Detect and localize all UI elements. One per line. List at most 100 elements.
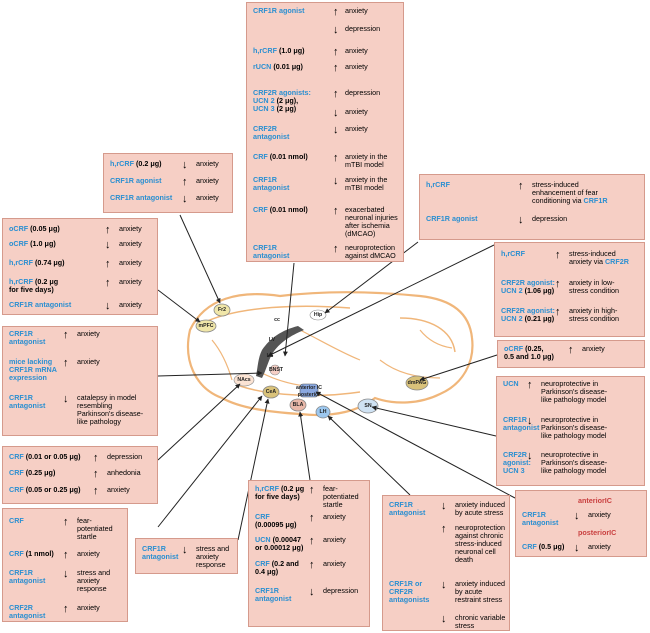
effect-text: anxiety induced by acute restraint stres… <box>455 580 505 604</box>
agent-name: CRF1R antagonist <box>522 510 559 527</box>
effect-label: anxiety <box>323 512 346 521</box>
down-arrow-icon: ↓ <box>63 568 69 580</box>
agent-dose: (1.06 μg) <box>522 286 555 295</box>
agent-name: CRF2R agonist: UCN 3 <box>503 450 531 475</box>
effect-label: anxiety <box>196 176 219 185</box>
brain-outline <box>186 291 474 417</box>
agent-label: CRF (0.01 nmol) <box>253 206 308 214</box>
effect-receptor: CRF2R <box>604 257 629 266</box>
agent-name: CRF1R antagonist <box>110 193 173 202</box>
effect-receptor: CRF1R <box>583 196 608 205</box>
effect-text: exacerbated neuronal injuries after isch… <box>345 206 398 238</box>
agent-dose: (1.0 μg) <box>28 239 56 248</box>
agent-label: CRF1R antagonist <box>253 244 289 260</box>
agent-name: CRF1R antagonist <box>9 393 46 410</box>
effect-label: anxiety <box>119 224 142 233</box>
agent-dose: (0.25 μg) <box>23 468 56 477</box>
agent-dose: (1 nmol) <box>23 549 54 558</box>
effect-label: anxiety <box>345 46 368 55</box>
label-lh: LH <box>319 409 327 415</box>
agent-name: CRF1R antagonist <box>253 243 290 260</box>
effect-label: depression <box>345 24 381 33</box>
effect-text: neuroprotection against dMCAO <box>345 244 396 260</box>
agent-name: CRF2R antagonist <box>9 603 46 620</box>
agent-dose: (0.25, 0.5 and 1.0 μg) <box>504 344 554 361</box>
agent-name: h,rCRF <box>253 46 277 55</box>
agent-label: CRF1R antagonist <box>9 394 45 410</box>
effect-text: depression <box>107 453 142 461</box>
up-arrow-icon: ↑ <box>105 258 111 270</box>
down-arrow-icon: ↓ <box>333 124 339 136</box>
agent-label: mice lacking CRF1R mRNA expression <box>9 358 57 382</box>
agent-label: h,rCRF (0.74 μg) <box>9 259 65 267</box>
agent-label: CRF2R antagonist <box>253 125 289 141</box>
agent-name: CRF1R antagonist <box>253 175 290 192</box>
agent-name: CRF <box>9 468 24 477</box>
agent-dose: (0.2 μg for five days) <box>255 484 305 501</box>
up-arrow-icon: ↑ <box>441 523 447 535</box>
effect-label: anxiety <box>345 107 368 116</box>
agent-label: CRF2R antagonist <box>9 604 45 620</box>
up-arrow-icon: ↑ <box>555 278 561 290</box>
effect-text: anxiety <box>196 194 219 202</box>
agent-label: oCRF (1.0 μg) <box>9 240 56 248</box>
effect-text: anxiety in the mTBI model <box>345 153 387 169</box>
agent-dose: (0.05 μg) <box>28 224 60 233</box>
agent-name: h,rCRF <box>426 180 450 189</box>
agent-label: CRF1R antagonist <box>255 587 291 603</box>
effect-label: stress-induced anxiety via <box>569 249 616 266</box>
region-markers <box>195 303 429 419</box>
effect-text: anxiety <box>107 486 130 494</box>
effect-label: anxiety <box>196 159 219 168</box>
label-fr2: Fr2 <box>217 307 227 313</box>
box-cea-antagonist-findings: CRF1R antagonist↓stress and anxiety resp… <box>135 538 238 574</box>
region-subheading: anteriorIC <box>578 496 612 505</box>
label-bla: BLA <box>292 402 304 408</box>
agent-name-2: UCN 3 <box>253 104 275 113</box>
effect-text: anxiety <box>323 560 346 568</box>
up-arrow-icon: ↑ <box>182 176 188 188</box>
agent-label: CRF1R antagonist <box>9 569 45 585</box>
agent-name: rUCN <box>253 62 272 71</box>
effect-text: anxiety <box>119 240 142 248</box>
agent-label: rUCN (0.01 μg) <box>253 63 303 71</box>
effect-label: anxiety <box>323 559 346 568</box>
down-arrow-icon: ↓ <box>182 544 188 556</box>
agent-name: CRF1R antagonist <box>142 544 179 561</box>
agent-label: oCRF (0.05 μg) <box>9 225 60 233</box>
effect-label: neuroprotective in Parkinson's disease- … <box>541 379 608 404</box>
effect-text: anxiety in the mTBI model <box>345 176 387 192</box>
effect-label: anxiety induced by acute stress <box>455 500 505 517</box>
effect-text: anxiety <box>582 345 605 353</box>
effect-label: anxiety <box>345 6 368 15</box>
effect-label: anxiety in low- stress condition <box>569 278 619 295</box>
down-arrow-icon: ↓ <box>574 510 580 522</box>
up-arrow-icon: ↑ <box>333 152 339 164</box>
agent-name: CRF2R agonists: UCN 2 <box>253 88 311 105</box>
agent-label: h,rCRF (0.2 μg for five days) <box>255 485 304 501</box>
effect-text: anxiety <box>345 108 368 116</box>
effect-label: anxiety in the mTBI model <box>345 152 388 169</box>
agent-label: h,rCRF <box>426 181 450 189</box>
effect-label: anxiety in the mTBI model <box>345 175 388 192</box>
up-arrow-icon: ↑ <box>93 485 99 497</box>
effect-text: anxiety <box>119 301 142 309</box>
agent-name: CRF <box>253 205 268 214</box>
effect-text: anxiety <box>345 125 368 133</box>
effect-label: depression <box>345 88 381 97</box>
effect-text: anxiety <box>588 511 611 519</box>
effect-text: anxiety <box>345 7 368 15</box>
up-arrow-icon: ↑ <box>309 484 315 496</box>
effect-label: depression <box>532 214 568 223</box>
up-arrow-icon: ↑ <box>333 62 339 74</box>
effect-text: anxiety <box>588 543 611 551</box>
effect-label: anxiety <box>119 258 142 267</box>
agent-name: h,rCRF <box>9 258 33 267</box>
agent-label: CRF1R antagonist <box>389 501 425 517</box>
down-arrow-icon: ↓ <box>527 415 533 427</box>
up-arrow-icon: ↑ <box>568 344 574 356</box>
agent-label: CRF2R agonist: UCN 2 (0.21 μg) <box>501 307 555 323</box>
